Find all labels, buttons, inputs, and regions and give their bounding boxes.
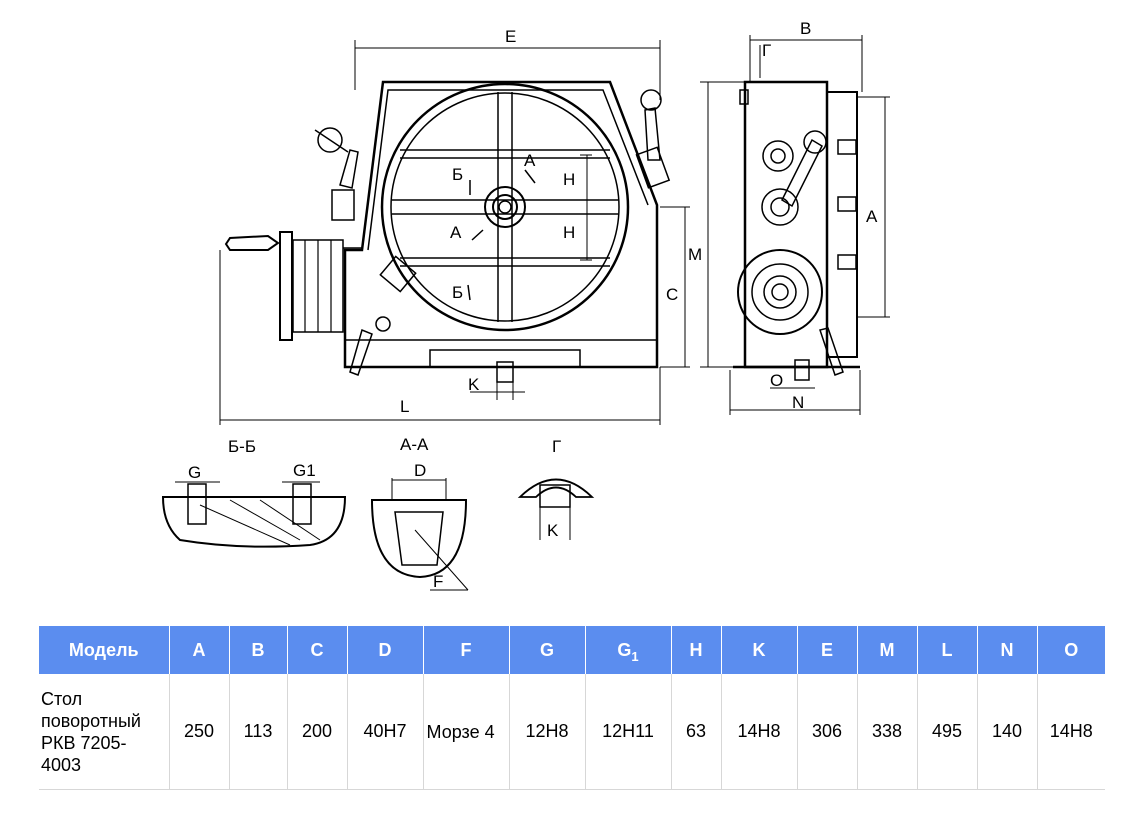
- label-h-bottom: H: [563, 223, 575, 242]
- cell-h: 63: [671, 674, 722, 790]
- front-dimensions: [219, 40, 690, 425]
- header-g: G: [509, 626, 586, 674]
- label-e: E: [505, 27, 516, 46]
- section-aa-d: D: [414, 461, 426, 480]
- front-view: [224, 80, 671, 400]
- label-a: A: [866, 207, 878, 226]
- spec-table: Модель A B C D F G G1 H K E M L N O Стол…: [39, 626, 1105, 790]
- technical-drawing: E B Г M C L K O N A H H Б Б A A Б-Б G G1…: [161, 19, 890, 591]
- label-b-cyr-top: Б: [452, 165, 463, 184]
- section-bb-g1: G1: [293, 461, 316, 480]
- header-f: F: [423, 626, 510, 674]
- cell-b: 113: [229, 674, 288, 790]
- cell-a: 250: [169, 674, 230, 790]
- section-aa-title: А-А: [400, 435, 429, 454]
- header-c: C: [287, 626, 348, 674]
- label-h-top: H: [563, 170, 575, 189]
- label-a-section-top: A: [524, 151, 536, 170]
- header-e: E: [797, 626, 858, 674]
- header-g1-sub: 1: [631, 648, 639, 664]
- header-row: Модель A B C D F G G1 H K E M L N O: [39, 626, 1105, 674]
- header-m: M: [857, 626, 918, 674]
- label-o: O: [770, 371, 783, 390]
- side-view: [733, 80, 860, 381]
- section-g-k: K: [547, 521, 559, 540]
- label-n: N: [792, 393, 804, 412]
- label-b: B: [800, 19, 811, 38]
- cell-c: 200: [287, 674, 348, 790]
- cell-l: 495: [917, 674, 978, 790]
- section-bb-g: G: [188, 463, 201, 482]
- section-bb: [161, 481, 347, 548]
- section-bb-title: Б-Б: [228, 437, 256, 456]
- header-d: D: [347, 626, 424, 674]
- cell-k: 14H8: [721, 674, 798, 790]
- cell-n: 140: [977, 674, 1038, 790]
- header-n: N: [977, 626, 1038, 674]
- cell-g: 12H8: [509, 674, 586, 790]
- label-g-cyr: Г: [762, 41, 771, 60]
- header-h: H: [671, 626, 722, 674]
- label-m: M: [688, 245, 702, 264]
- header-model: Модель: [39, 626, 170, 674]
- cell-e: 306: [797, 674, 858, 790]
- label-a-section-bottom: A: [450, 223, 462, 242]
- header-o: O: [1037, 626, 1105, 674]
- label-k: K: [468, 375, 480, 394]
- cell-d: 40H7: [347, 674, 424, 790]
- header-k: K: [721, 626, 798, 674]
- header-b: B: [229, 626, 288, 674]
- header-g1: G1: [585, 626, 672, 674]
- section-aa: [370, 478, 469, 591]
- cell-o: 14H8: [1037, 674, 1105, 790]
- section-g-title: Г: [552, 437, 561, 456]
- header-g1-letter: G: [617, 639, 632, 660]
- cell-g1: 12H11: [585, 674, 672, 790]
- cell-m: 338: [857, 674, 918, 790]
- cell-f: Морзе 4: [423, 674, 510, 790]
- table-row: Стол поворотный РКВ 7205-4003 250 113 20…: [39, 674, 1105, 790]
- section-aa-f: F: [433, 572, 443, 591]
- label-l: L: [400, 397, 409, 416]
- cell-model: Стол поворотный РКВ 7205-4003: [39, 674, 170, 790]
- label-b-cyr-bottom: Б: [452, 283, 463, 302]
- label-c: C: [666, 285, 678, 304]
- side-dimensions: [700, 35, 890, 415]
- header-a: A: [169, 626, 230, 674]
- header-l: L: [917, 626, 978, 674]
- section-g: [517, 478, 595, 540]
